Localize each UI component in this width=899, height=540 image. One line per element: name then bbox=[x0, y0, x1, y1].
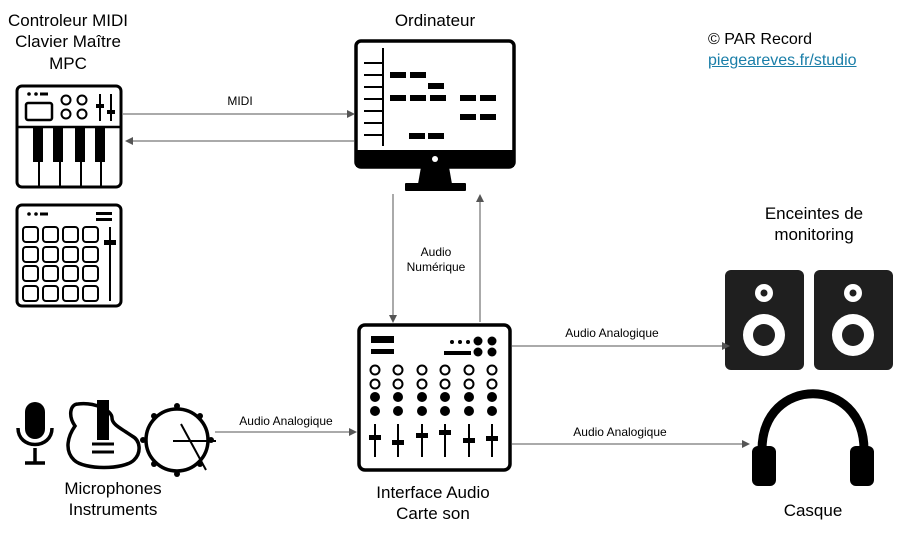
analog-headphones-label: Audio Analogique bbox=[573, 425, 667, 439]
microphone-icon bbox=[16, 402, 54, 465]
monitor-speakers-icon bbox=[725, 270, 893, 370]
analog-speakers-label: Audio Analogique bbox=[565, 326, 659, 340]
mics-label-line2: Instruments bbox=[68, 500, 158, 520]
controller-label: Controleur MIDI Clavier Maître MPC bbox=[0, 10, 136, 74]
digital-audio-label-line2: Numérique bbox=[406, 260, 466, 274]
audio-interface-icon bbox=[357, 323, 512, 472]
analog-in-label: Audio Analogique bbox=[239, 414, 333, 428]
interface-label-line1: Interface Audio bbox=[376, 483, 490, 502]
drum-icon bbox=[140, 403, 216, 477]
speakers-label-line1: Enceintes de bbox=[764, 204, 864, 223]
mpc-pad-icon bbox=[15, 203, 123, 308]
credit-block: © PAR Record piegeareves.fr/studio bbox=[708, 30, 857, 72]
headphones-icon bbox=[752, 389, 874, 486]
mics-label-line1: Microphones bbox=[64, 479, 162, 498]
speakers-label: Enceintes de monitoring bbox=[744, 203, 884, 246]
interface-label: Interface Audio Carte son bbox=[363, 482, 503, 525]
midi-keyboard-icon bbox=[15, 84, 123, 189]
mics-label: Microphones Instruments bbox=[48, 478, 178, 521]
computer-icon bbox=[354, 39, 516, 191]
controller-label-line2: Clavier Maître bbox=[15, 32, 121, 52]
midi-connection-label: MIDI bbox=[227, 94, 253, 108]
speakers-label-line2: monitoring bbox=[774, 225, 854, 245]
credit-link[interactable]: piegeareves.fr/studio bbox=[708, 51, 857, 69]
controller-label-line1: Controleur MIDI bbox=[8, 11, 128, 30]
computer-label: Ordinateur bbox=[394, 11, 476, 30]
guitar-icon bbox=[66, 400, 141, 470]
copyright-text: © PAR Record bbox=[708, 31, 812, 48]
digital-audio-label-line1: Audio bbox=[420, 245, 452, 259]
headphones-label: Casque bbox=[783, 501, 843, 520]
controller-label-line3: MPC bbox=[49, 53, 87, 73]
digital-audio-label: Audio Numérique bbox=[396, 245, 476, 275]
interface-label-line2: Carte son bbox=[396, 504, 470, 524]
connection-lines bbox=[123, 110, 750, 448]
